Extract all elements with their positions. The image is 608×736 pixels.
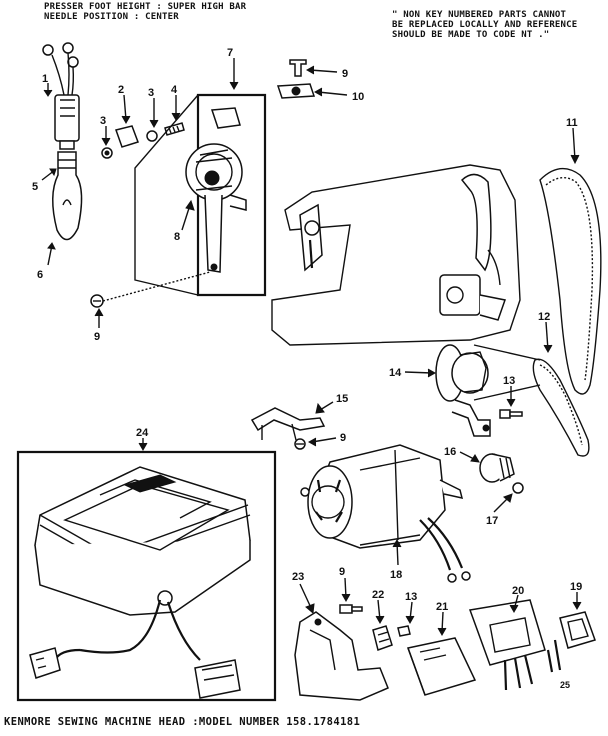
screw-9-top-and-plate: [276, 59, 316, 99]
part-22: [372, 625, 393, 651]
screw-9-bottom: [339, 604, 363, 614]
lamp-bracket-hardware: [101, 122, 185, 159]
label-18: 18: [390, 569, 402, 581]
motor-18: [300, 444, 471, 583]
set-screw-17: [512, 482, 524, 494]
label-9a: 9: [342, 68, 348, 80]
label-9c: 9: [340, 432, 346, 444]
screw-13-bottom: [397, 625, 411, 637]
lamp-bracket-frame: [134, 93, 267, 297]
light-socket-assembly: [42, 42, 83, 241]
label-3b: 3: [148, 87, 154, 99]
switch-20: [468, 599, 546, 691]
label-15: 15: [336, 393, 348, 405]
label-9d: 9: [339, 566, 345, 578]
part-number-labels: 1 2 3 3 4 5 6 7 8 9 9 9 9 10 11 12 13 13…: [32, 47, 582, 690]
motor-belt-12: [532, 358, 590, 457]
capacitor-21: [407, 637, 477, 696]
label-19: 19: [570, 581, 582, 593]
label-4: 4: [171, 84, 178, 96]
machine-head-outline: [271, 164, 521, 346]
needle-position-note: NEEDLE POSITION : CENTER: [44, 12, 179, 22]
label-5: 5: [32, 181, 38, 193]
label-12: 12: [538, 311, 550, 323]
label-22: 22: [372, 589, 384, 601]
bracket-23: [294, 611, 389, 701]
label-14: 14: [389, 367, 402, 379]
drive-belt-11: [539, 167, 602, 395]
label-11: 11: [566, 117, 578, 129]
label-13a: 13: [503, 375, 515, 387]
label-23: 23: [292, 571, 304, 583]
foot-control-frame: [16, 450, 277, 702]
diagram-title: KENMORE SEWING MACHINE HEAD :MODEL NUMBE…: [4, 716, 361, 728]
non-key-note-line-1: " NON KEY NUMBERED PARTS CANNOT: [392, 10, 567, 20]
motor-pulley-16: [479, 453, 515, 483]
presser-foot-note: PRESSER FOOT HEIGHT : SUPER HIGH BAR: [44, 2, 247, 12]
pulley-assembly-14: [435, 344, 541, 437]
label-2: 2: [118, 84, 124, 96]
screw-9-lower: [90, 271, 211, 308]
label-7: 7: [227, 47, 233, 59]
label-16: 16: [444, 446, 456, 458]
label-6: 6: [37, 269, 43, 281]
label-3a: 3: [100, 115, 106, 127]
non-key-note-line-2: BE REPLACED LOCALLY AND REFERENCE: [392, 20, 578, 30]
label-8: 8: [174, 231, 180, 243]
label-24: 24: [136, 427, 149, 439]
clip-15: [250, 407, 326, 450]
label-20: 20: [512, 585, 524, 597]
screw-13-upper: [499, 409, 523, 419]
non-key-note-line-3: SHOULD BE MADE TO CODE NT .": [392, 30, 550, 40]
label-10: 10: [352, 91, 364, 103]
label-21: 21: [436, 601, 448, 613]
label-1: 1: [42, 73, 48, 85]
label-13b: 13: [405, 591, 417, 603]
foot-control-24: [29, 466, 251, 699]
switch-19: [546, 611, 596, 673]
corner-mark: 25: [560, 680, 570, 690]
label-17: 17: [486, 515, 498, 527]
label-9b: 9: [94, 331, 100, 343]
